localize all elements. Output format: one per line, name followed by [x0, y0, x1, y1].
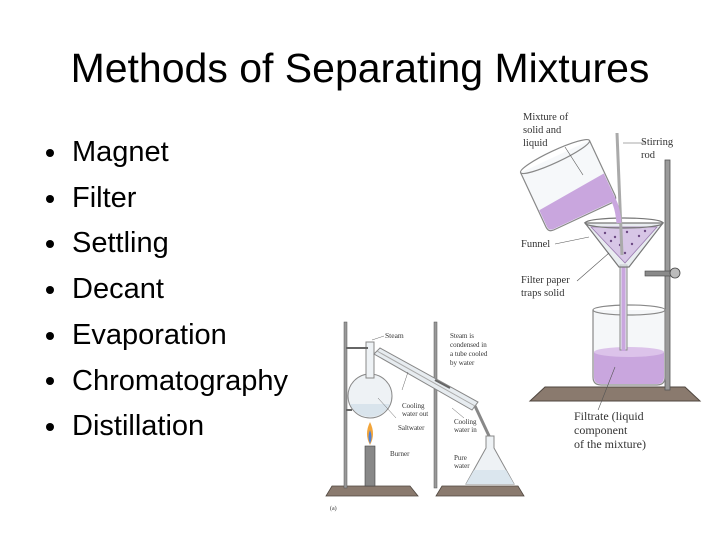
bullet-item: Decant — [44, 267, 288, 313]
burner — [364, 445, 376, 487]
bullet-text: Settling — [72, 227, 169, 260]
bullet-dot-icon — [46, 240, 54, 249]
bullet-dot-icon — [46, 148, 54, 157]
bullet-text: Chromatography — [72, 364, 288, 397]
label-stirring-2: rod — [641, 150, 656, 161]
label-mixture-1: Mixture of — [523, 112, 569, 123]
filtrate-surface — [594, 347, 664, 357]
label-pure-1: Pure — [454, 454, 467, 462]
slide-title: Methods of Separating Mixtures — [70, 45, 650, 91]
label-filter-2: traps solid — [521, 288, 565, 299]
filtration-figure: Mixture of solid and liquid Stirring rod… — [519, 112, 702, 410]
label-pure-2: water — [454, 462, 470, 470]
label-filtrate-3: of the mixture) — [574, 437, 646, 451]
filter-paper — [590, 226, 658, 264]
label-burner: Burner — [390, 450, 410, 458]
filtrate-labels: Filtrate (liquid component of the mixtur… — [574, 409, 646, 451]
bullet-item: Evaporation — [44, 313, 288, 359]
label-stirring-1: Stirring — [641, 137, 674, 148]
label-condensed-4: by water — [450, 359, 475, 367]
label-filter-1: Filter paper — [521, 275, 570, 286]
bullet-item: Distillation — [44, 404, 288, 450]
bullet-dot-icon — [46, 194, 54, 203]
bullet-dot-icon — [46, 423, 54, 432]
pouring-beaker — [519, 138, 617, 232]
pole-left — [343, 321, 348, 489]
label-mixture-3: liquid — [523, 138, 548, 149]
bullet-item: Magnet — [44, 130, 288, 176]
label-condensed-3: a tube cooled — [450, 350, 488, 358]
label-mixture-2: solid and — [523, 125, 562, 136]
pure-water — [466, 470, 514, 484]
distillation-figure: Steam Steam is condensed in a tube coole… — [325, 321, 525, 512]
bullet-item: Filter — [44, 176, 288, 222]
stand-base-right — [435, 485, 525, 497]
bullet-item: Settling — [44, 221, 288, 267]
label-saltwater: Saltwater — [398, 424, 425, 432]
pole-right — [433, 321, 438, 489]
label-cooling-in-2: water in — [454, 426, 477, 434]
flask-liquid — [350, 404, 390, 417]
label-filtrate-2: component — [574, 423, 628, 437]
label-cooling-out-1: Cooling — [402, 402, 425, 410]
label-condensed-2: condensed in — [450, 341, 487, 349]
bullet-text: Decant — [72, 273, 164, 306]
stand-base — [528, 386, 702, 402]
bullet-text: Distillation — [72, 410, 205, 443]
flask-neck — [365, 341, 375, 379]
label-funnel: Funnel — [521, 239, 550, 250]
stand-base-left — [325, 485, 419, 497]
beaker-rim — [592, 304, 666, 316]
bullet-dot-icon — [46, 285, 54, 294]
label-condensed-1: Steam is — [450, 332, 474, 340]
bullet-text: Evaporation — [72, 318, 227, 351]
label-cooling-in-1: Cooling — [454, 418, 477, 426]
stem-liquid — [621, 267, 626, 351]
bullet-text: Magnet — [72, 136, 169, 168]
bullet-text: Filter — [72, 181, 137, 214]
label-panel: (a) — [330, 505, 337, 512]
clamp-knob — [669, 267, 681, 279]
pour-stream — [606, 191, 622, 224]
bullet-dot-icon — [46, 331, 54, 340]
bullet-list: Magnet Filter Settling Decant Evaporatio… — [44, 130, 288, 450]
label-steam: Steam — [385, 331, 404, 340]
trapped-solid — [603, 229, 647, 255]
label-cooling-out-2: water out — [402, 410, 428, 418]
bullet-dot-icon — [46, 377, 54, 386]
bullet-item: Chromatography — [44, 359, 288, 405]
label-filtrate-1: Filtrate (liquid — [574, 409, 644, 423]
stirring-rod — [615, 132, 624, 256]
funnel-rim — [584, 217, 664, 229]
